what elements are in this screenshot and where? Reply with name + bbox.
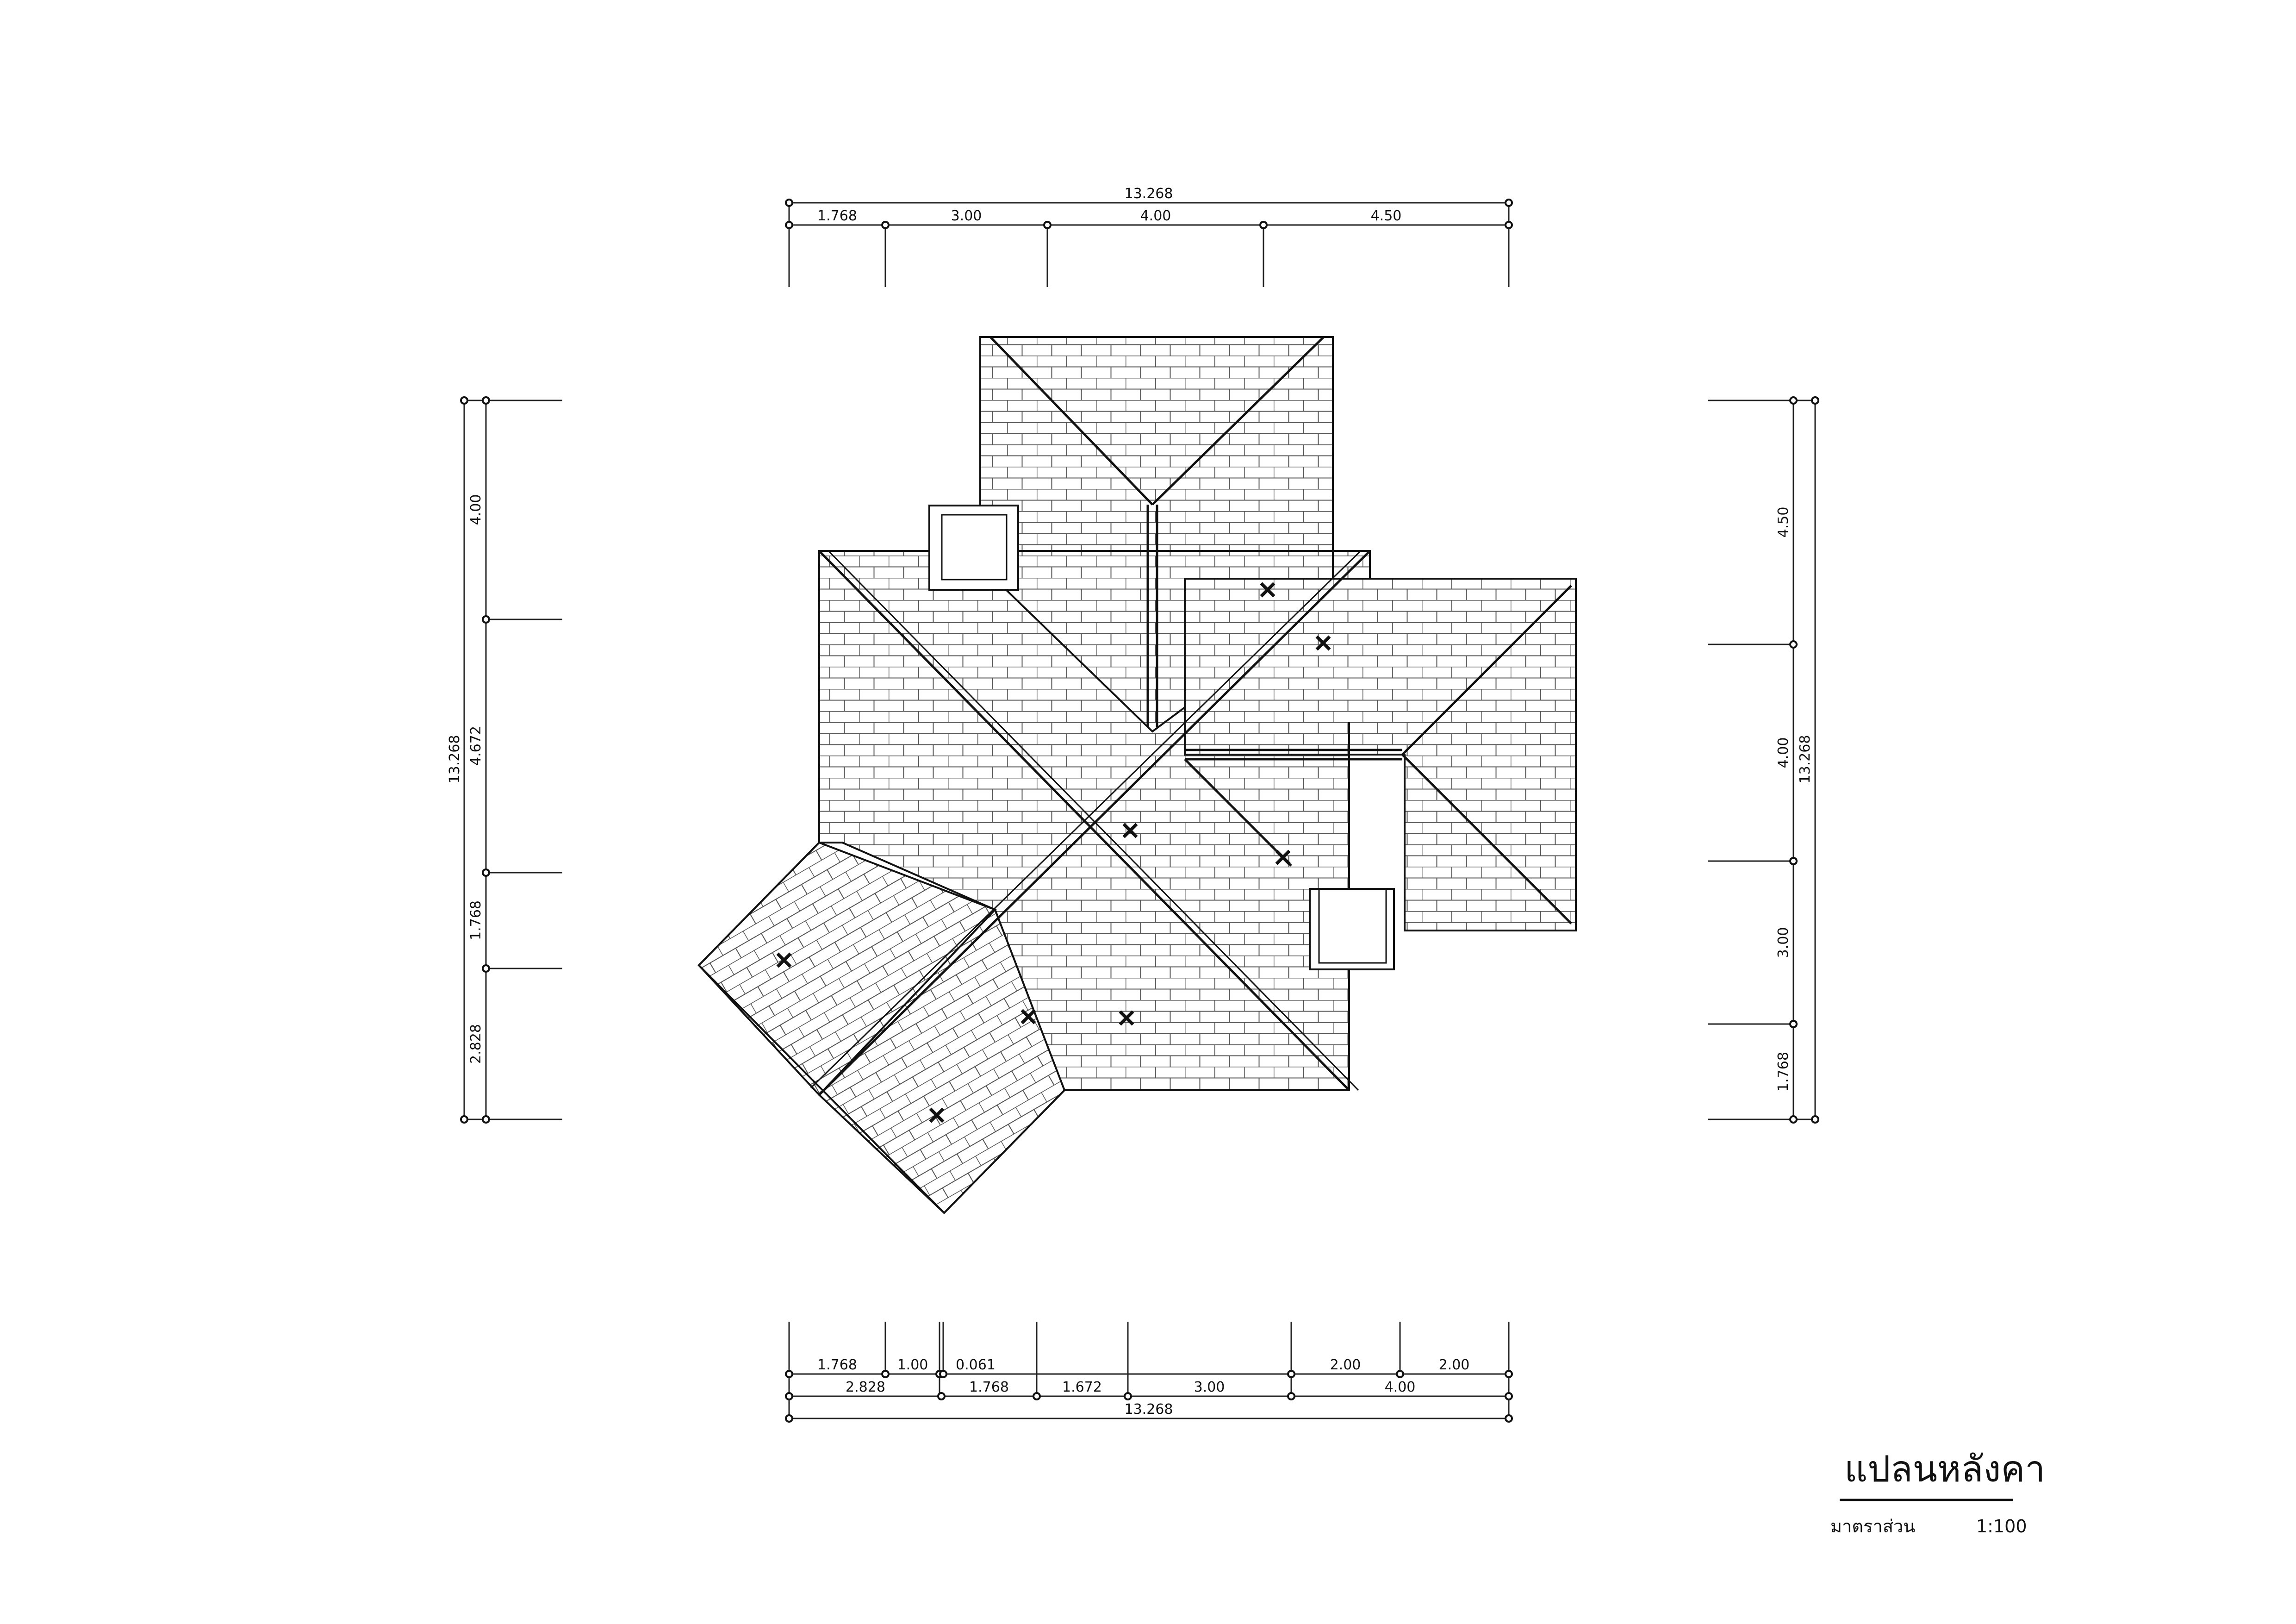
dimension-text-left: 13.268 4.00 4.672 1.768 2.828 [447,494,484,1064]
drain-markers [776,582,1331,1123]
dim-right-seg-2: 4.00 [1775,737,1792,768]
dim-left-seg-3: 1.768 [468,900,484,940]
dim-top-seg-1: 1.768 [817,208,857,224]
roof-ridges [810,336,1572,1096]
dim-bottom-r2-1: 2.828 [846,1379,885,1395]
dim-left-overall: 13.268 [447,735,463,784]
dim-bottom-r1-4: 2.00 [1330,1357,1361,1373]
scale-label: มาตราส่วน [1830,1516,1915,1537]
dim-bottom-r2-5: 4.00 [1385,1379,1416,1395]
dimension-ticks [460,199,1819,1423]
scale-value: 1:100 [1976,1516,2027,1537]
dim-bottom-r1-3: 0.061 [956,1357,996,1373]
dim-right-overall: 13.268 [1797,735,1813,784]
dim-top-seg-2: 3.00 [951,208,982,224]
dim-bottom-r1-2: 1.00 [897,1357,928,1373]
dim-right-seg-4: 1.768 [1775,1052,1792,1092]
chimney-north [928,505,1019,591]
dim-bottom-r1-1: 1.768 [817,1357,857,1373]
chimneys [928,505,1395,970]
chimney-south [1309,888,1395,970]
dim-bottom-r2-4: 3.00 [1194,1379,1225,1395]
dimension-text-bottom: 1.768 1.00 0.061 2.00 2.00 2.828 1.768 1… [817,1357,1469,1418]
dim-top-seg-4: 4.50 [1371,208,1402,224]
dim-right-seg-1: 4.50 [1775,507,1792,538]
dim-right-seg-3: 3.00 [1775,927,1792,958]
dimension-text-top: 13.268 1.768 3.00 4.00 4.50 [817,186,1401,224]
dim-left-seg-2: 4.672 [468,726,484,766]
dim-left-seg-4: 2.828 [468,1024,484,1064]
dim-bottom-r2-2: 1.768 [969,1379,1009,1395]
dimension-text-right: 13.268 4.50 4.00 3.00 1.768 [1775,507,1813,1092]
dim-top-overall: 13.268 [1125,186,1173,202]
roof-plan [697,336,1577,1214]
title-block: แปลนหลังคา มาตราส่วน 1:100 [1830,1449,2045,1537]
dim-top-seg-3: 4.00 [1140,208,1171,224]
dim-bottom-r2-3: 1.672 [1062,1379,1102,1395]
dimension-lines [460,199,1819,1422]
dim-left-seg-1: 4.00 [468,494,484,525]
dim-bottom-r1-5: 2.00 [1439,1357,1470,1373]
drawing-title: แปลนหลังคา [1844,1449,2045,1490]
dim-bottom-overall: 13.268 [1125,1401,1173,1418]
